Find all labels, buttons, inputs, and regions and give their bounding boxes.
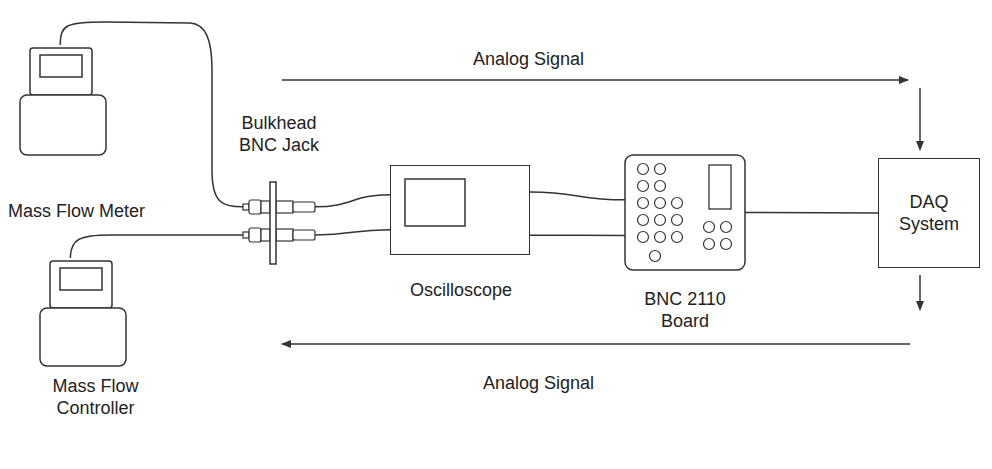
device-illustration bbox=[18, 45, 108, 157]
bnc-port bbox=[638, 198, 649, 209]
bnc-body bbox=[261, 229, 270, 241]
bnc-port bbox=[638, 164, 649, 175]
bnc-pin bbox=[243, 232, 249, 238]
bnc-port bbox=[672, 215, 683, 226]
device-head bbox=[50, 261, 112, 308]
bnc-sleeve bbox=[293, 230, 315, 240]
device-screen bbox=[40, 55, 82, 77]
device-body bbox=[40, 308, 126, 366]
flow-controller-icon: Mass Flow Controller bbox=[38, 258, 128, 368]
bnc-port bbox=[721, 239, 732, 250]
bulkhead-plate bbox=[270, 182, 276, 264]
signal-arrow bbox=[919, 275, 921, 310]
oscilloscope-box: Oscilloscope bbox=[390, 165, 530, 255]
bnc-sleeve bbox=[293, 202, 315, 212]
bnc-port bbox=[655, 232, 666, 243]
bnc-port bbox=[672, 232, 683, 243]
signal-arrow bbox=[282, 343, 910, 345]
bnc-port bbox=[672, 198, 683, 209]
bnc-port bbox=[704, 239, 715, 250]
bnc-port bbox=[638, 181, 649, 192]
bnc-body bbox=[276, 229, 293, 241]
bnc-port bbox=[655, 198, 666, 209]
bnc-port bbox=[655, 164, 666, 175]
cable bbox=[315, 230, 390, 235]
cable bbox=[70, 235, 243, 258]
device-illustration bbox=[625, 155, 745, 270]
bnc-pin bbox=[243, 204, 249, 210]
device-illustration bbox=[243, 196, 315, 250]
signal-arrow bbox=[919, 88, 921, 150]
device-head bbox=[30, 48, 92, 95]
board-display bbox=[709, 165, 731, 209]
bnc-body bbox=[261, 201, 270, 213]
bnc-jack: Bulkhead BNC Jack bbox=[243, 196, 315, 250]
device-label: Mass Flow Meter bbox=[8, 200, 145, 222]
bnc-port bbox=[655, 215, 666, 226]
scope-screen bbox=[405, 179, 465, 226]
bnc-port bbox=[704, 222, 715, 233]
cable bbox=[315, 195, 390, 207]
device-label: Bulkhead BNC Jack bbox=[229, 112, 329, 156]
device-body bbox=[20, 95, 106, 155]
box-label: DAQ System bbox=[893, 191, 965, 235]
bnc-nut bbox=[249, 200, 261, 214]
bnc-port bbox=[655, 181, 666, 192]
signal-label: Analog Signal bbox=[470, 48, 587, 70]
daq-board-icon: BNC 2110 Board bbox=[625, 155, 745, 270]
bnc-port bbox=[638, 232, 649, 243]
flow-meter-icon: Mass Flow Meter bbox=[18, 45, 108, 157]
bnc-body bbox=[276, 201, 293, 213]
process-box: DAQ System bbox=[878, 158, 980, 268]
bnc-port bbox=[638, 215, 649, 226]
signal-arrow bbox=[282, 79, 908, 81]
device-illustration bbox=[38, 258, 128, 368]
bnc-port bbox=[650, 251, 661, 262]
device-illustration bbox=[391, 166, 529, 254]
device-label: Oscilloscope bbox=[391, 279, 531, 301]
bnc-port bbox=[721, 222, 732, 233]
cable bbox=[745, 212, 878, 214]
board-outline bbox=[625, 155, 745, 270]
device-screen bbox=[60, 268, 102, 290]
cable bbox=[530, 192, 625, 200]
cable bbox=[530, 234, 625, 236]
signal-label: Analog Signal bbox=[480, 372, 597, 394]
device-label: BNC 2110 Board bbox=[635, 288, 735, 332]
bnc-nut bbox=[249, 228, 261, 242]
device-label: Mass Flow Controller bbox=[43, 375, 148, 419]
